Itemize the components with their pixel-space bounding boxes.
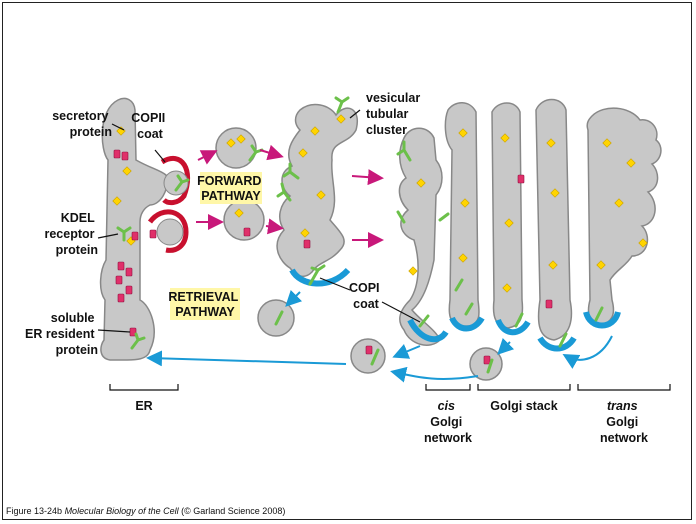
figure-caption: Figure 13-24b Molecular Biology of the C… (6, 506, 285, 516)
golgi-cisterna-3 (536, 100, 571, 341)
label-golgi-stack: Golgi stack (490, 399, 557, 413)
label-forward-pathway: FORWARD PATHWAY (197, 174, 265, 203)
caption-credit: (© Garland Science 2008) (181, 506, 285, 516)
caption-figure-number: Figure 13-24b (6, 506, 62, 516)
cis-golgi-cisterna (399, 128, 442, 345)
copi-vesicle-vtc (258, 300, 294, 336)
label-copi-coat: COPI coat (349, 281, 383, 311)
label-er: ER (135, 399, 152, 413)
copii-vesicle-1 (216, 128, 256, 168)
caption-book-title: Molecular Biology of the Cell (65, 506, 179, 516)
label-soluble-er-resident: soluble ER resident protein (25, 311, 98, 357)
trans-golgi-network (587, 108, 661, 326)
label-copii-coat: COPII coat (131, 111, 169, 141)
label-retrieval-pathway: RETRIEVAL PATHWAY (168, 290, 241, 319)
label-trans-golgi-network: trans Golgi network (600, 399, 648, 445)
label-cis-golgi-network: cis Golgi network (424, 399, 472, 445)
copi-vesicle-golgi-1 (351, 339, 385, 373)
region-brackets (110, 384, 670, 390)
label-kdel-receptor: KDEL receptor protein (44, 211, 98, 257)
kdel-receptors (118, 98, 602, 372)
